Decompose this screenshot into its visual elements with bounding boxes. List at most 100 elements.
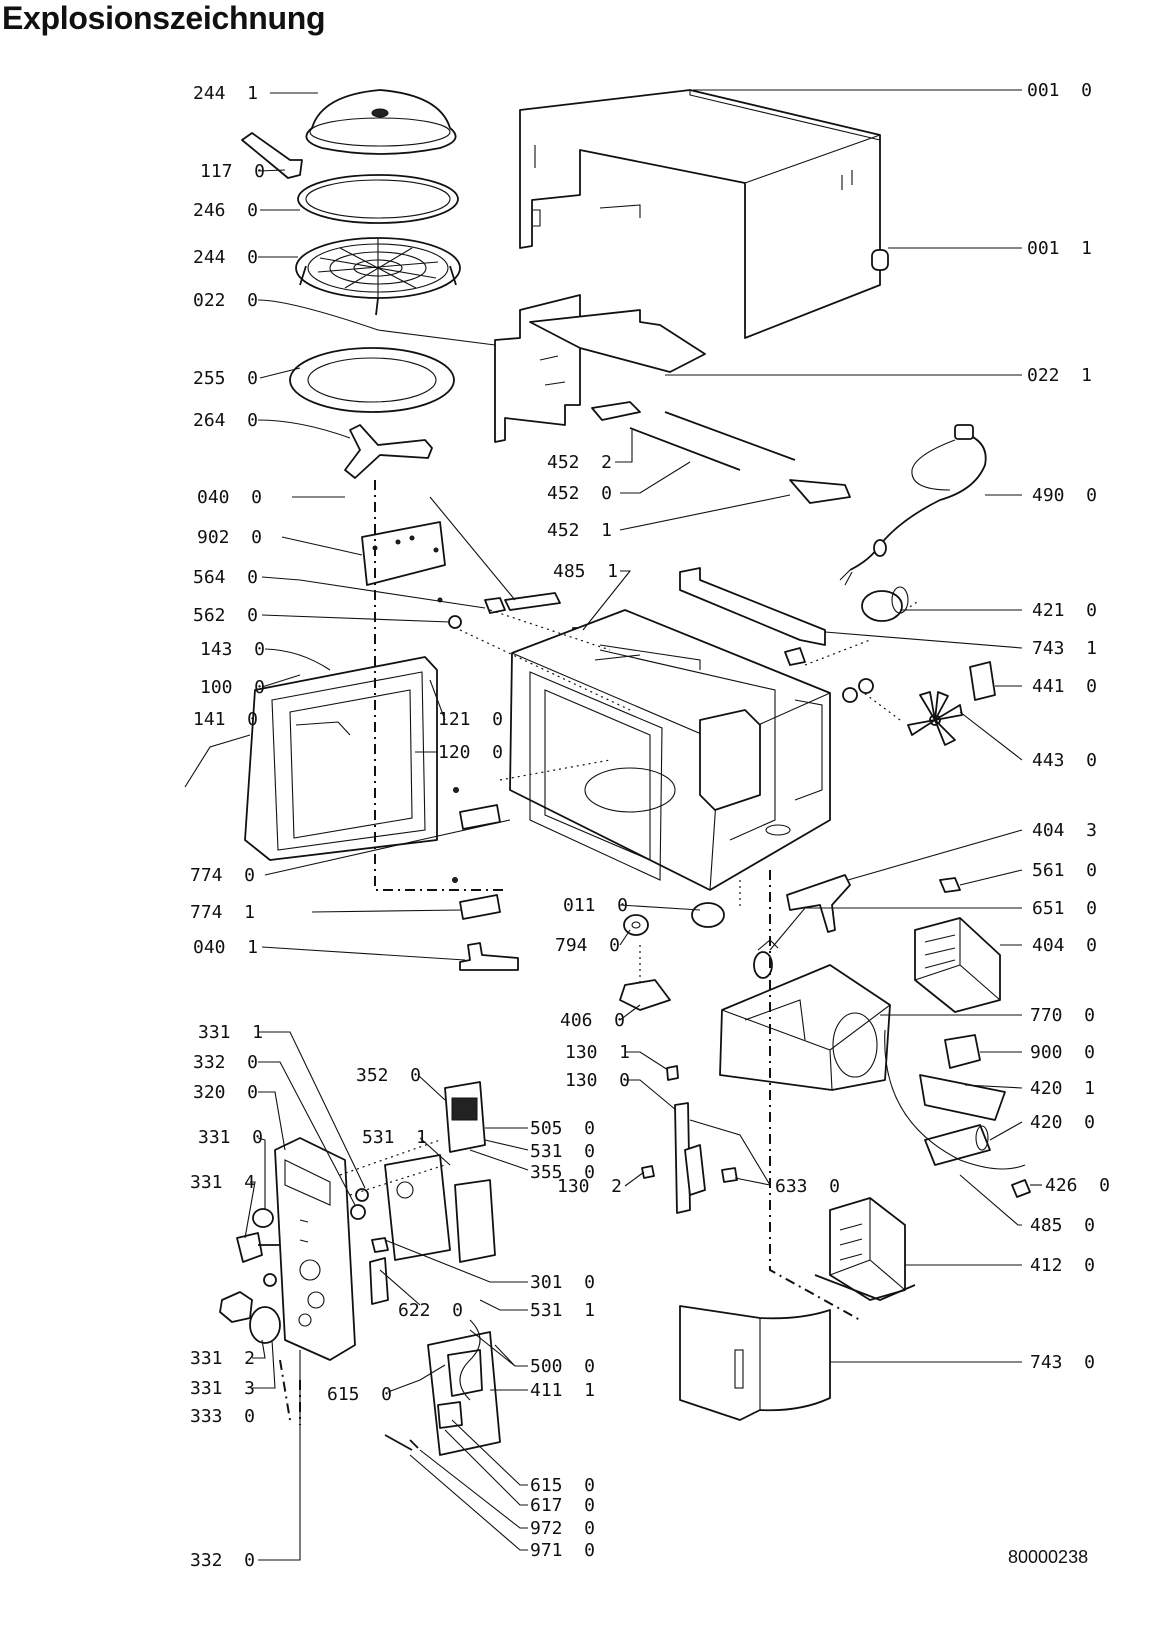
leader-lines <box>184 89 1042 1561</box>
label-404-0: 404 0 <box>1032 935 1097 956</box>
label-332-0-bottom: 332 0 <box>190 1550 255 1571</box>
label-022-0: 022 0 <box>193 290 258 311</box>
label-333-0: 333 0 <box>190 1406 255 1427</box>
part-glass-plate <box>297 174 459 224</box>
part-power-cord <box>839 424 987 586</box>
label-452-2: 452 2 <box>547 452 612 473</box>
part-outer-casing <box>519 89 881 339</box>
part-hinge-upper <box>459 804 501 830</box>
part-pcb-bracket <box>369 1154 496 1305</box>
label-420-0: 420 0 <box>1030 1112 1095 1133</box>
label-244-0: 244 0 <box>193 247 258 268</box>
label-420-1: 420 1 <box>1030 1078 1095 1099</box>
label-972-0: 972 0 <box>530 1518 595 1539</box>
part-top-rail <box>679 567 826 646</box>
part-door <box>244 656 438 861</box>
label-011-0: 011 0 <box>563 895 628 916</box>
label-040-0: 040 0 <box>197 487 262 508</box>
label-617-0: 617 0 <box>530 1495 595 1516</box>
label-500-0: 500 0 <box>530 1356 595 1377</box>
label-331-4: 331 4 <box>190 1172 255 1193</box>
label-130-0: 130 0 <box>565 1070 630 1091</box>
part-pcb-upper <box>444 1081 486 1153</box>
label-130-1: 130 1 <box>565 1042 630 1063</box>
label-770-0: 770 0 <box>1030 1005 1095 1026</box>
label-320-0: 320 0 <box>193 1082 258 1103</box>
part-motor <box>861 586 909 622</box>
label-244-1: 244 1 <box>193 83 258 104</box>
part-oven-cavity <box>509 609 831 891</box>
label-412-0: 412 0 <box>1030 1255 1095 1276</box>
label-301-0: 301 0 <box>530 1272 595 1293</box>
part-waveguide-cover <box>494 294 706 443</box>
label-421-0: 421 0 <box>1032 600 1097 621</box>
label-490-0: 490 0 <box>1032 485 1097 506</box>
part-capacitor-group <box>884 1029 1031 1198</box>
part-hinge-lower <box>459 894 501 920</box>
label-130-2: 130 2 <box>557 1176 622 1197</box>
label-794-0: 794 0 <box>555 935 620 956</box>
label-531-0: 531 0 <box>530 1141 595 1162</box>
part-rear-panel <box>679 1305 831 1421</box>
label-971-0: 971 0 <box>530 1540 595 1561</box>
label-121-0: 121 0 <box>438 709 503 730</box>
label-022-1: 022 1 <box>1027 365 1092 386</box>
label-331-2: 331 2 <box>190 1348 255 1369</box>
label-485-0: 485 0 <box>1030 1215 1095 1236</box>
label-452-1: 452 1 <box>547 520 612 541</box>
label-355-0: 355 0 <box>530 1162 595 1183</box>
part-coupler <box>344 424 433 479</box>
label-255-0: 255 0 <box>193 368 258 389</box>
label-143-0: 143 0 <box>200 639 265 660</box>
label-774-0: 774 0 <box>190 865 255 886</box>
part-mica-plate <box>361 521 446 586</box>
label-411-1: 411 1 <box>530 1380 595 1401</box>
label-743-1: 743 1 <box>1032 638 1097 659</box>
label-615-0: 615 0 <box>327 1384 392 1405</box>
label-622-0: 622 0 <box>398 1300 463 1321</box>
label-404-3: 404 3 <box>1032 820 1097 841</box>
label-562-0: 562 0 <box>193 605 258 626</box>
document-number: 80000238 <box>1008 1547 1088 1567</box>
label-531-1: 531 1 <box>362 1127 427 1148</box>
label-040-1: 040 1 <box>193 937 258 958</box>
label-441-0: 441 0 <box>1032 676 1097 697</box>
label-452-0: 452 0 <box>547 483 612 504</box>
label-615-0-lower: 615 0 <box>530 1475 595 1496</box>
part-bracket <box>459 942 519 971</box>
part-lamp-holder <box>969 661 996 701</box>
label-352-0: 352 0 <box>356 1065 421 1086</box>
part-magnetron <box>914 917 1001 1013</box>
part-roller-ring <box>289 347 455 413</box>
part-clip-561 <box>939 877 961 893</box>
part-control-panel <box>274 1137 356 1361</box>
part-labels: 244 1 117 0 246 0 244 0 022 0 255 0 264 … <box>190 80 1110 1571</box>
label-651-0: 651 0 <box>1032 898 1097 919</box>
part-dome-cover <box>305 89 457 155</box>
label-331-3: 331 3 <box>190 1378 255 1399</box>
part-grill-rack <box>295 237 461 316</box>
part-lamp <box>753 939 779 979</box>
part-door-switches <box>437 592 561 629</box>
part-turntable-motor <box>619 902 725 1011</box>
label-332-0: 332 0 <box>193 1052 258 1073</box>
part-drawings <box>219 89 1031 1456</box>
label-743-0: 743 0 <box>1030 1352 1095 1373</box>
label-001-0: 001 0 <box>1027 80 1092 101</box>
part-interlock-bracket <box>641 1065 738 1214</box>
label-001-1: 001 1 <box>1027 238 1092 259</box>
label-331-0: 331 0 <box>198 1127 263 1148</box>
label-100-0: 100 0 <box>200 677 265 698</box>
part-bracket-404-3 <box>786 874 851 933</box>
part-heater-rods <box>591 401 851 504</box>
label-117-0: 117 0 <box>200 161 265 182</box>
label-531-1-lower: 531 1 <box>530 1300 595 1321</box>
part-air-guide <box>719 964 891 1091</box>
part-foot <box>871 249 889 271</box>
label-774-1: 774 1 <box>190 902 255 923</box>
label-246-0: 246 0 <box>193 200 258 221</box>
label-331-1: 331 1 <box>198 1022 263 1043</box>
label-264-0: 264 0 <box>193 410 258 431</box>
part-knobs <box>219 1188 369 1344</box>
label-443-0: 443 0 <box>1032 750 1097 771</box>
